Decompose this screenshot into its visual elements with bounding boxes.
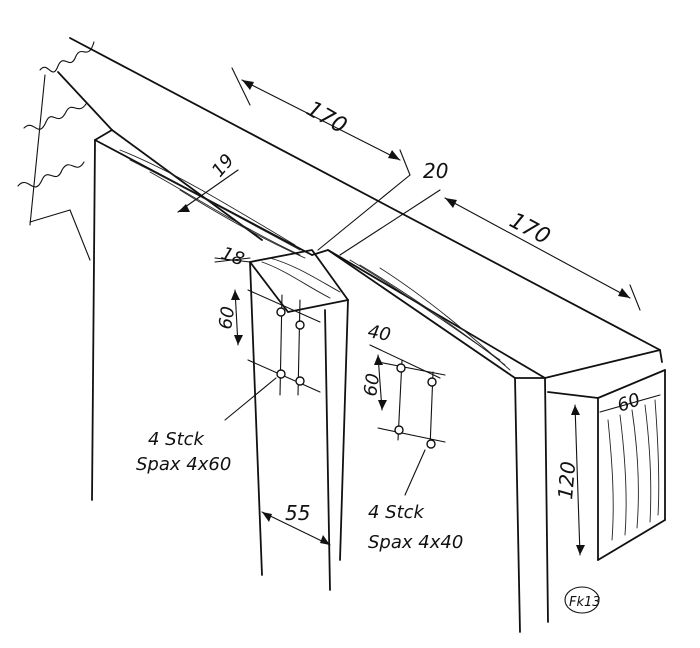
dim-60-left: 60 [215, 305, 239, 331]
screw-hole [295, 320, 305, 330]
left-screw-pattern [224, 289, 321, 421]
top-plank [17, 37, 663, 379]
screw-hole [276, 369, 286, 379]
dim-18-post: 18 [218, 243, 247, 271]
screw-hole [295, 376, 305, 386]
dim-60-beam: 60 [615, 389, 644, 417]
dim-120-beam: 120 [553, 460, 580, 500]
right-screw-pattern [377, 359, 446, 496]
dimension-lines [177, 67, 661, 556]
dim-170-left: 170 [302, 97, 351, 140]
left-panel [91, 129, 306, 501]
right-screws-type: Spax 4x40 [368, 532, 463, 553]
dim-19-board: 19 [208, 150, 239, 181]
right-post [327, 249, 549, 633]
screw-hole [427, 377, 437, 387]
figure-label-text: Fk13 [569, 595, 601, 610]
right-screws-count: 4 Stck [368, 502, 426, 523]
screw-hole [426, 439, 436, 449]
screw-hole [394, 425, 404, 435]
dim-55-post: 55 [285, 501, 310, 525]
left-screws-type: Spax 4x60 [136, 454, 231, 475]
dim-60-right: 60 [360, 372, 384, 398]
left-screws-count: 4 Stck [148, 429, 206, 450]
beam-end [547, 369, 666, 561]
screw-hole [276, 307, 286, 317]
dim-40-right: 40 [366, 321, 392, 346]
dim-20-gap: 20 [423, 159, 448, 183]
screw-hole [396, 363, 406, 373]
figure-label: Fk13 [564, 586, 601, 614]
front-post-left [249, 249, 349, 591]
